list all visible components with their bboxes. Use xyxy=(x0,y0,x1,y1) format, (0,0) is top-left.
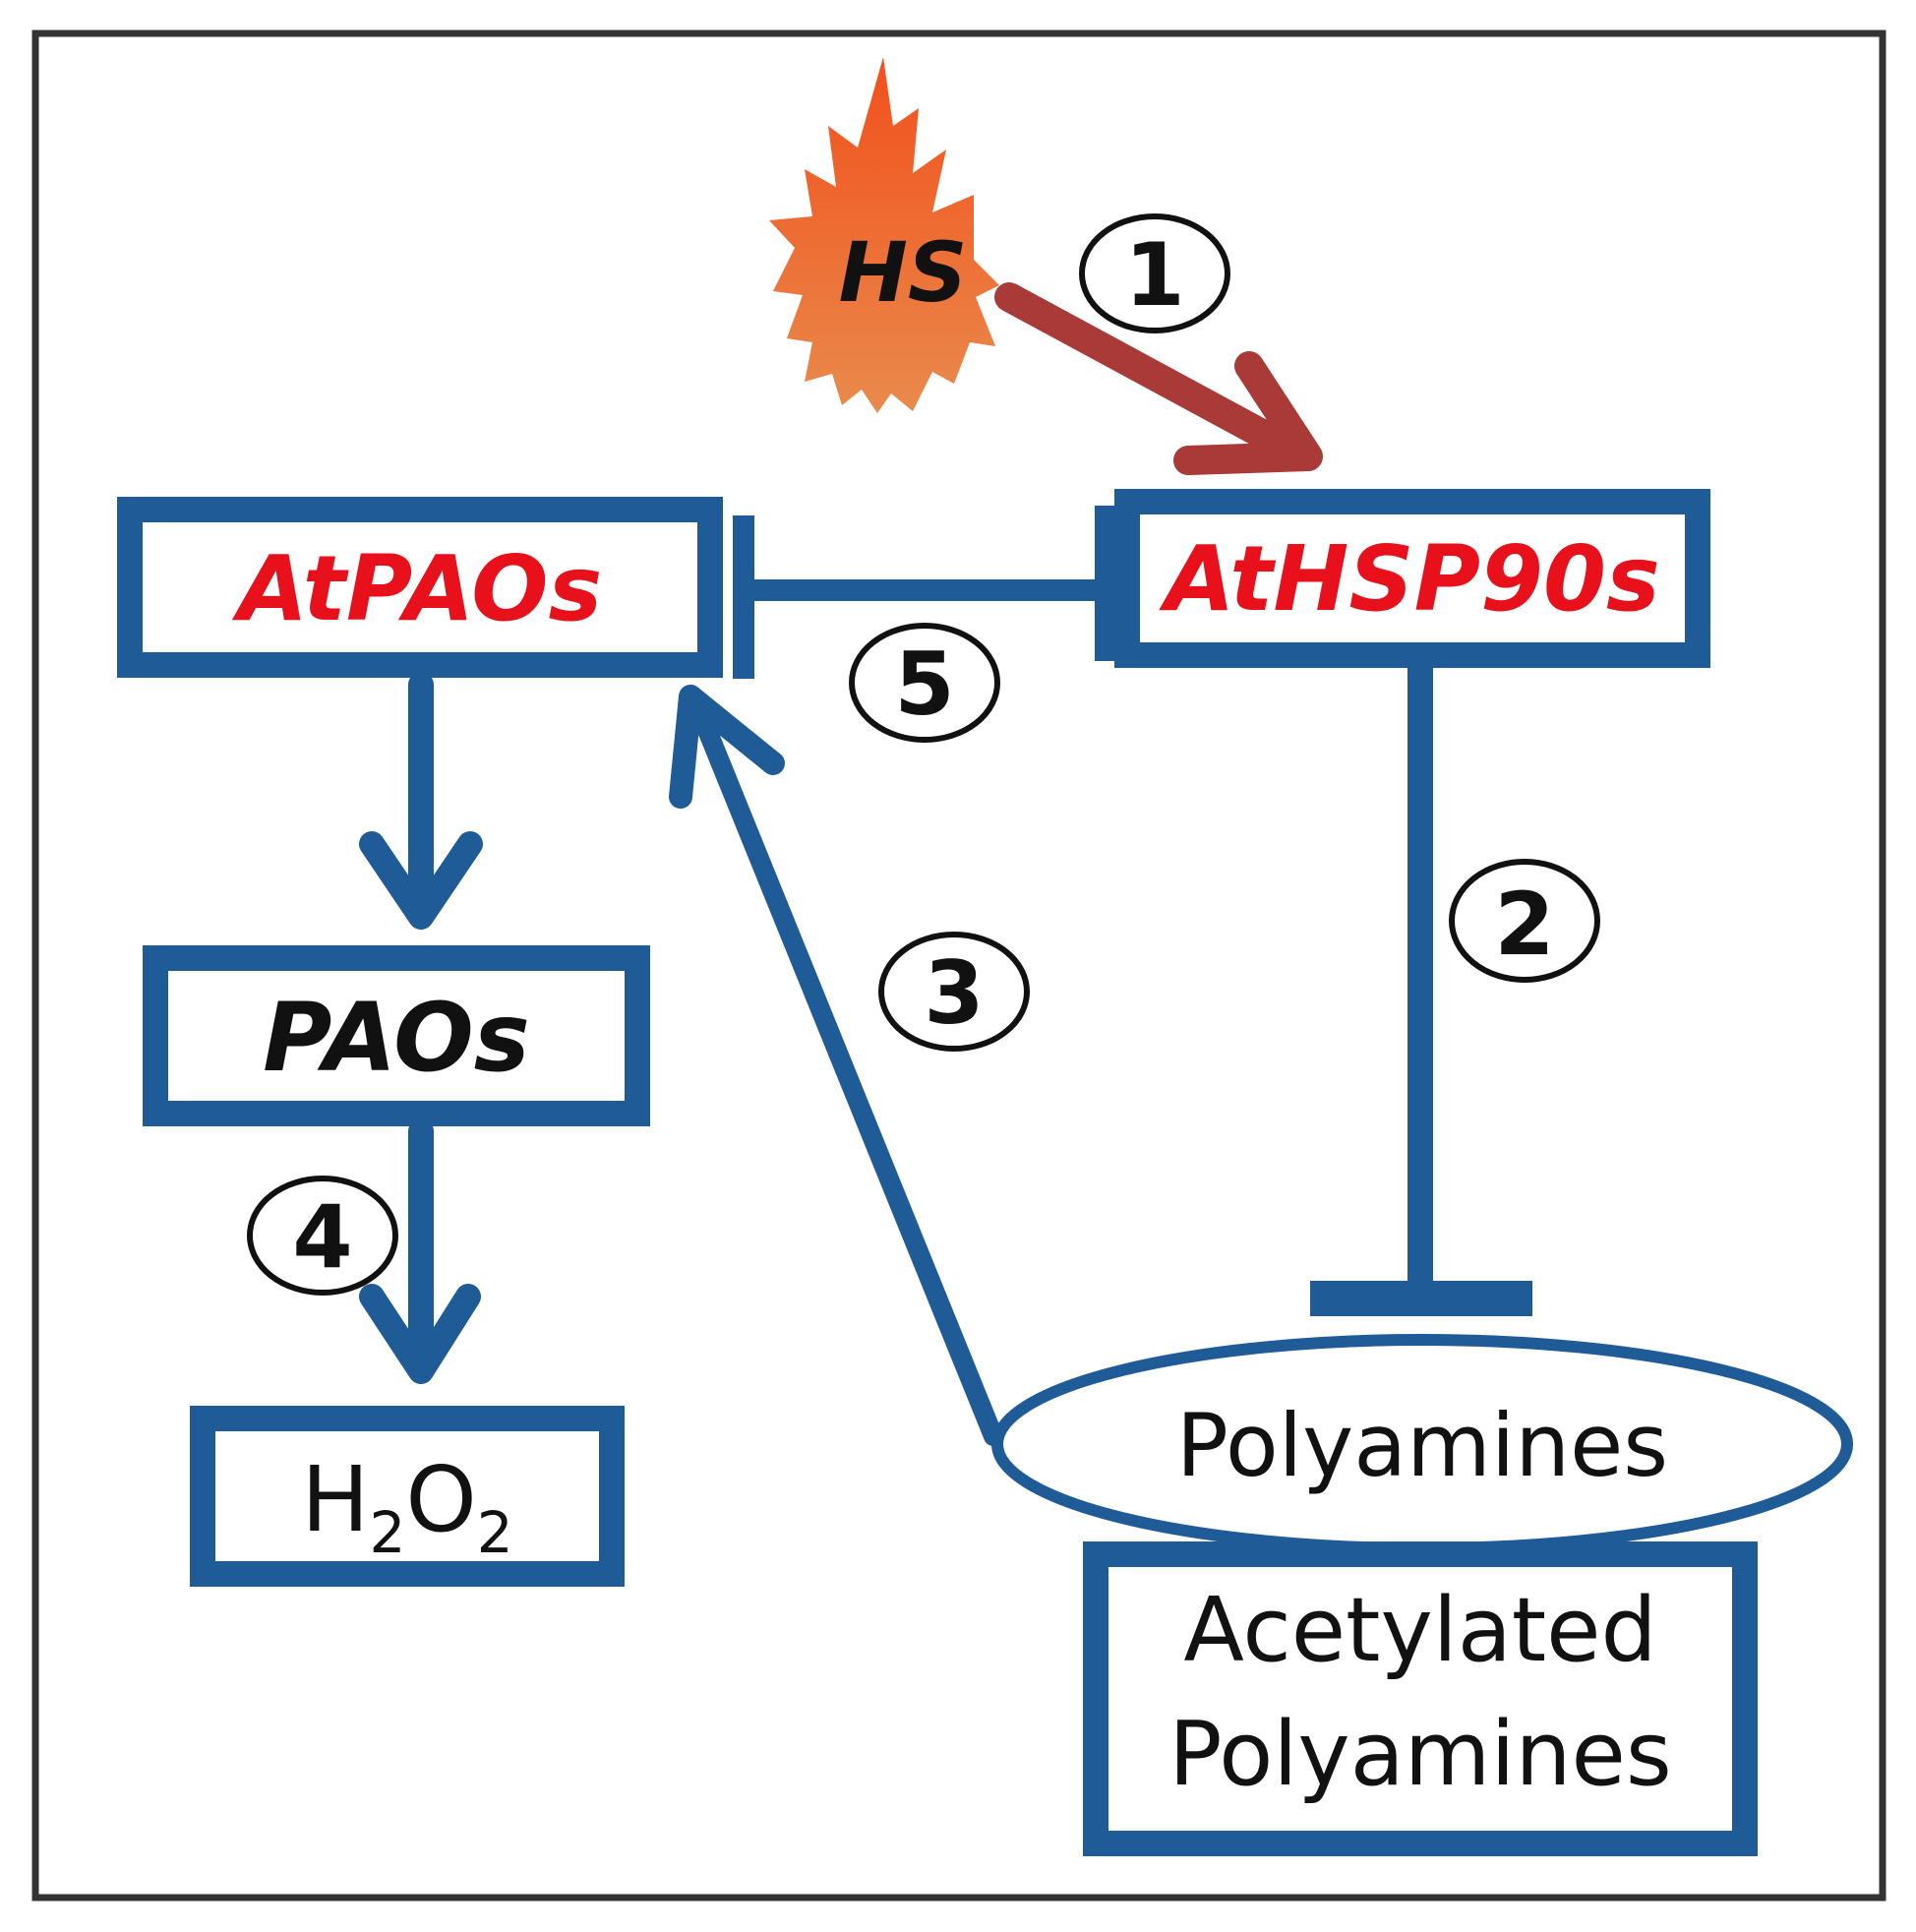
step-1-number: 1 xyxy=(1124,224,1184,326)
step-1-marker: 1 xyxy=(1079,213,1230,333)
hs-label: HS xyxy=(839,224,968,321)
h2o2-label: H2O2 xyxy=(301,1447,512,1566)
atpaos-label: AtPAOs xyxy=(232,536,602,641)
mutual-inhibition-connector xyxy=(733,506,1116,679)
hs-activation-arrow xyxy=(994,282,1323,475)
h2o2-sub-2: 2 xyxy=(477,1499,513,1566)
step-4-number: 4 xyxy=(292,1186,352,1288)
step-2-marker: 2 xyxy=(1449,859,1600,983)
step-4-marker: 4 xyxy=(247,1176,398,1296)
paos-to-h2o2-arrow xyxy=(359,1118,481,1384)
athsp90s-box xyxy=(1114,489,1710,668)
atpaos-to-paos-arrow xyxy=(359,672,483,930)
step-3-number: 3 xyxy=(924,942,984,1044)
h2o2-box xyxy=(190,1406,625,1587)
h2o2-o: O xyxy=(405,1447,476,1552)
acetylated-line-2: Polyamines xyxy=(1168,1703,1672,1806)
athsp90s-inhibits-polyamines xyxy=(1310,665,1532,1316)
step-5-number: 5 xyxy=(894,634,954,735)
h2o2-h: H xyxy=(301,1447,369,1552)
step-2-number: 2 xyxy=(1494,874,1554,975)
step-5-marker: 5 xyxy=(849,623,1000,743)
paos-label: PAOs xyxy=(263,983,530,1093)
flame-icon xyxy=(769,57,999,413)
figure-frame xyxy=(31,30,1886,1902)
h2o2-sub-1: 2 xyxy=(369,1499,405,1566)
paos-box xyxy=(143,945,650,1126)
polyamines-to-atpaos-arrow xyxy=(669,685,1003,1446)
polyamines-label: Polyamines xyxy=(1176,1395,1668,1496)
atpaos-box xyxy=(117,497,723,678)
acetylated-line-1: Acetylated xyxy=(1183,1579,1656,1682)
athsp90s-label: AtHSP90s xyxy=(1159,526,1660,632)
step-3-marker: 3 xyxy=(878,932,1030,1052)
acetylated-polyamines-box xyxy=(1083,1541,1758,1856)
